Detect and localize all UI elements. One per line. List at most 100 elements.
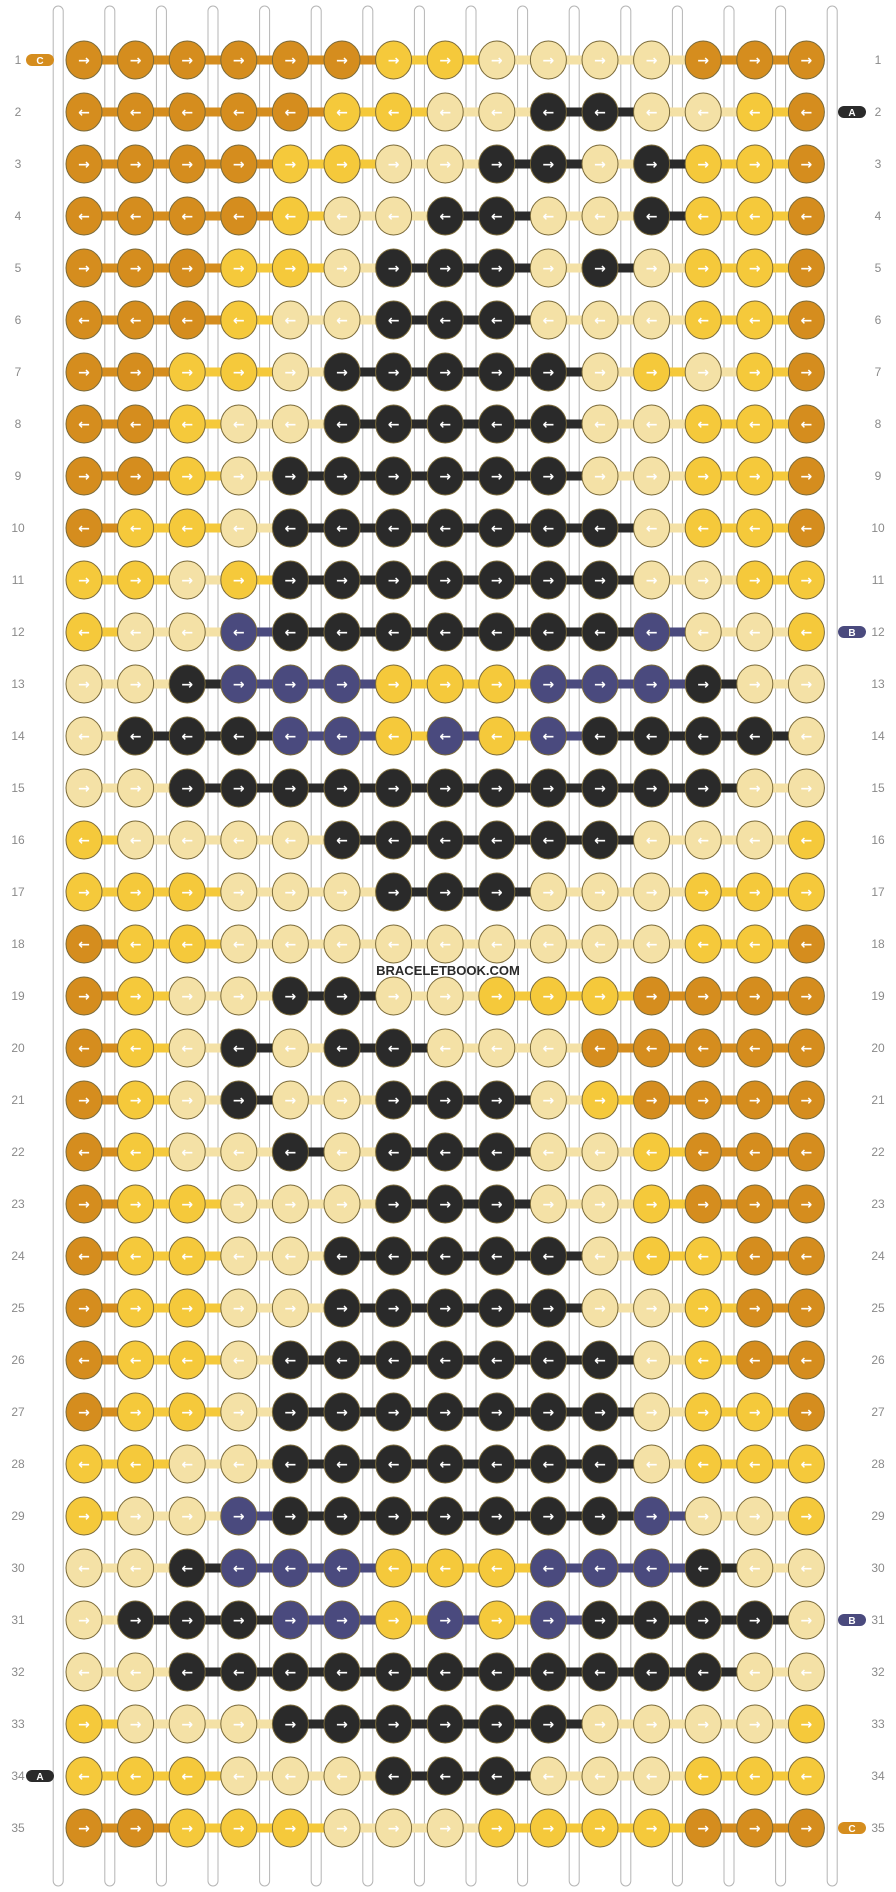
row-label-left: 7 [15,365,22,379]
arrow-right-icon: → [749,261,761,277]
knot: → [581,1080,619,1120]
arrow-left-icon: ← [181,313,193,329]
knot-body [478,1808,516,1848]
knot-body [633,1340,671,1380]
row-label-right: 15 [871,781,885,795]
arrow-left-icon: ← [130,1353,142,1369]
knot: → [323,1600,361,1640]
knot-body [478,1236,516,1276]
knot-body [787,1340,825,1380]
knot: → [684,1496,722,1536]
arrow-right-icon: → [801,1301,813,1317]
arrow-left-icon: ← [491,209,503,225]
knot: ← [736,1652,774,1692]
knot-body [220,924,258,964]
knot: ← [323,196,361,236]
arrow-right-icon: → [336,1093,348,1109]
arrow-right-icon: → [78,885,90,901]
arrow-right-icon: → [233,53,245,69]
arrow-right-icon: → [233,1405,245,1421]
knot-body [220,716,258,756]
knot-body [168,1236,206,1276]
knot-body [168,456,206,496]
arrow-right-icon: → [233,573,245,589]
arrow-right-icon: → [233,677,245,693]
arrow-left-icon: ← [543,521,555,537]
knot: → [220,560,258,600]
arrow-left-icon: ← [336,521,348,537]
arrow-right-icon: → [749,53,761,69]
knot: ← [375,1236,413,1276]
knot-body [581,612,619,652]
arrow-left-icon: ← [801,1041,813,1057]
knot: → [168,664,206,704]
arrow-left-icon: ← [646,417,658,433]
arrow-left-icon: ← [594,1353,606,1369]
knot: ← [117,1652,155,1692]
knot-body [426,1184,464,1224]
knot-body [633,1184,671,1224]
arrow-left-icon: ← [233,313,245,329]
arrow-left-icon: ← [491,1249,503,1265]
knot-body [684,768,722,808]
knot: → [220,40,258,80]
arrow-right-icon: → [491,1405,503,1421]
knot: ← [787,1236,825,1276]
arrow-left-icon: ← [233,625,245,641]
knot: → [478,352,516,392]
knot-body [581,1704,619,1744]
arrow-right-icon: → [388,885,400,901]
knot-body [271,1288,309,1328]
knot-body [271,248,309,288]
arrow-right-icon: → [646,469,658,485]
arrow-right-icon: → [388,1093,400,1109]
knot-body [478,1496,516,1536]
arrow-left-icon: ← [285,313,297,329]
knot-body [736,1028,774,1068]
knot: → [736,872,774,912]
knot-body [426,404,464,444]
strand-tag-label: B [848,1616,855,1627]
knot-body [375,1652,413,1692]
knot: ← [168,1340,206,1380]
arrow-left-icon: ← [749,209,761,225]
knot: → [736,976,774,1016]
knot-body [581,1808,619,1848]
knot-body [478,716,516,756]
knot: → [65,976,103,1016]
knot-body [581,300,619,340]
row-label-right: 17 [871,885,885,899]
knot: → [633,1184,671,1224]
arrow-right-icon: → [439,989,451,1005]
arrow-left-icon: ← [543,1457,555,1473]
knot-body [529,716,567,756]
knot-body [271,1236,309,1276]
knot: ← [220,1548,258,1588]
knot-body [478,352,516,392]
knot-body [684,1392,722,1432]
knot: ← [684,1444,722,1484]
knot: ← [65,612,103,652]
knot: ← [581,820,619,860]
arrow-right-icon: → [233,261,245,277]
knot: ← [426,716,464,756]
arrow-left-icon: ← [130,1769,142,1785]
row-label-left: 32 [11,1665,25,1679]
arrow-right-icon: → [491,53,503,69]
arrow-right-icon: → [285,1717,297,1733]
arrow-left-icon: ← [543,1665,555,1681]
knot: ← [168,1444,206,1484]
knot-body [220,872,258,912]
knot-body [529,40,567,80]
row-label-left: 10 [11,521,25,535]
knot: ← [684,1236,722,1276]
knot: → [375,976,413,1016]
knot-body [375,664,413,704]
arrow-right-icon: → [130,1613,142,1629]
arrow-right-icon: → [697,1821,709,1837]
knot: ← [478,1444,516,1484]
knot-body [117,1132,155,1172]
knot: → [787,560,825,600]
knot-body [220,1756,258,1796]
knot: ← [375,612,413,652]
